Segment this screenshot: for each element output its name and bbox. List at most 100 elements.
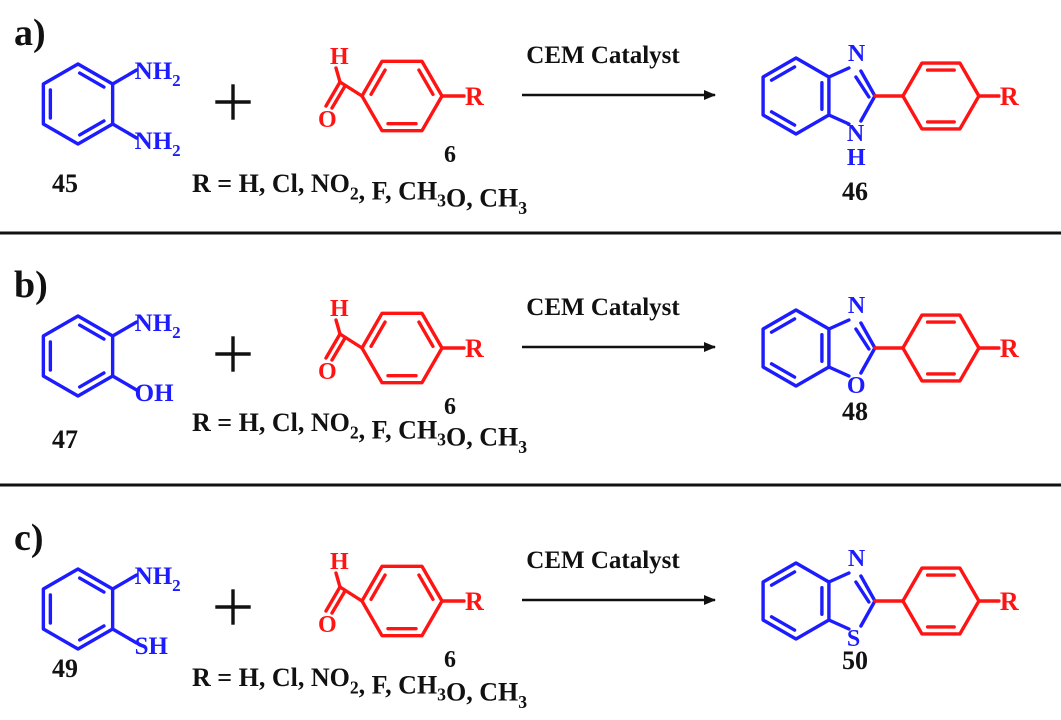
r-group-label: R [1000,82,1019,111]
ring-double-bond [77,371,106,389]
ring-double-bond [417,68,435,97]
substituent-bond [110,68,139,86]
carbonyl-o-label: O [318,107,337,133]
compound-number: 50 [842,646,868,675]
ring-bond [859,574,877,603]
c-n-double-bond [854,327,871,351]
r-group-label: R [465,82,484,111]
substituent-list: R = H, Cl, NO2, F, CH3O, CH3 [192,408,527,457]
product-aryl-ring [901,566,981,636]
benzene-ring [41,567,115,651]
panel-label: b) [14,264,48,306]
ring-bond [859,69,877,98]
ring-n-label: N [848,293,866,319]
ring-n-label: N [848,41,866,67]
ring-bond [827,365,851,378]
ring-bond [960,63,979,96]
ring-double-bond [769,110,797,127]
r-group-label: R [465,334,484,363]
aldehyde-h-bond [334,318,342,336]
c-o-double-bond [330,84,347,110]
compound-number: 6 [444,394,456,420]
ring-double-bond [77,624,106,642]
aldehyde-h-bond [334,571,342,589]
ring-double-bond [77,71,106,89]
ring-double-bond [369,68,387,97]
reaction-conditions: CEM Catalyst [526,42,680,69]
c-o-bond [324,585,342,613]
c-n-double-bond [854,75,871,99]
reaction-conditions: CEM Catalyst [526,294,680,321]
compound-number: 47 [52,425,78,454]
r-group-label: R [1000,587,1019,616]
aldehyde-h-label: H [330,549,349,575]
aldehyde-h-bond [334,66,342,84]
ring-double-bond [769,317,797,334]
carbonyl-bond [338,585,364,603]
compound-number: 49 [52,654,78,683]
aldehyde-h-label: H [330,296,349,322]
panel-label: a) [14,12,46,54]
substituent-list: R = H, Cl, NO2, F, CH3O, CH3 [192,663,527,712]
ring-heteroatom-label: N [847,121,865,147]
substituent-list: R = H, Cl, NO2, F, CH3O, CH3 [192,169,527,218]
r-group-label: R [465,587,484,616]
ring-double-bond [77,576,106,594]
substituent-bond [110,320,139,338]
aldehyde-h-label: H [330,44,349,70]
r-group-label: R [1000,334,1019,363]
benzene-ring [41,62,115,146]
ring-bond [960,315,979,348]
ring-nh-h-label: H [847,145,866,171]
product-benzo-ring [761,561,831,641]
ring-bond [859,321,877,350]
product-benzo-ring [761,308,831,388]
carbonyl-bond [338,80,364,98]
compound-number: 6 [444,142,456,168]
ring-double-bond [769,362,797,379]
c-n-double-bond [854,580,871,604]
ring-double-bond [77,323,106,341]
carbonyl-o-label: O [318,612,337,638]
c-o-double-bond [330,336,347,362]
ring-bond [859,346,877,375]
amino-group-label: NH2 [135,563,181,595]
hetero-group-label: SH [135,633,169,660]
benzene-ring [41,314,115,398]
ring-double-bond [369,573,387,602]
panel-label: c) [14,517,44,559]
ring-n-label: N [848,546,866,572]
ring-bond [827,113,851,126]
aldehyde-ring [360,311,444,385]
compound-number: 46 [842,177,868,206]
ring-bond [827,66,851,79]
product-aryl-ring [901,313,981,383]
carbonyl-o-label: O [318,359,337,385]
ring-double-bond [769,615,797,632]
c-o-bond [324,80,342,108]
compound-number: 6 [444,647,456,673]
ring-double-bond [769,65,797,82]
c-o-bond [324,332,342,360]
ring-heteroatom-label: O [847,373,866,399]
compound-number: 45 [52,169,78,198]
substituent-bond [110,573,139,591]
ring-double-bond [417,320,435,349]
carbonyl-bond [338,332,364,350]
ring-double-bond [77,119,106,137]
product-aryl-ring [901,61,981,131]
hetero-group-label: OH [135,380,174,407]
amino-group-label: NH2 [135,128,181,160]
ring-bond [859,94,877,123]
ring-heteroatom-label: S [847,626,860,652]
product-benzo-ring [761,56,831,136]
amino-group-label: NH2 [135,58,181,90]
reaction-conditions: CEM Catalyst [526,547,680,574]
ring-bond [960,568,979,601]
ring-double-bond [417,573,435,602]
aldehyde-ring [360,59,444,133]
